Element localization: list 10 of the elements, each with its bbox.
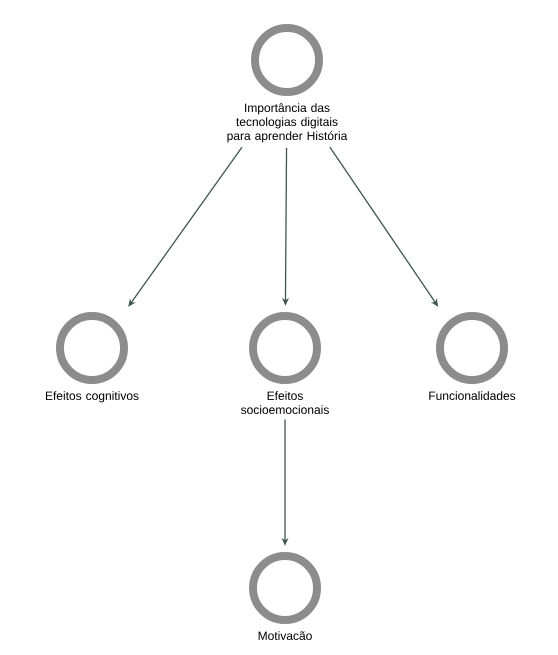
node-label: Importância das tecnologias digitais para aprender História — [227, 103, 348, 142]
circle-node: Funcionalidades — [429, 312, 516, 400]
node-label: Motivacão — [258, 631, 312, 640]
circle-node: Efeitos socioemocionais — [240, 312, 329, 414]
node-label: Efeitos socioemocionais — [240, 391, 329, 414]
node-label: Funcionalidades — [429, 391, 516, 400]
circle-node: Importância das tecnologias digitais para aprender História — [227, 24, 348, 142]
node-label: Efeitos cognitivos — [46, 391, 139, 402]
circle-node: Efeitos cognitivos — [46, 312, 139, 402]
circle-node: Motivacão — [249, 552, 321, 640]
